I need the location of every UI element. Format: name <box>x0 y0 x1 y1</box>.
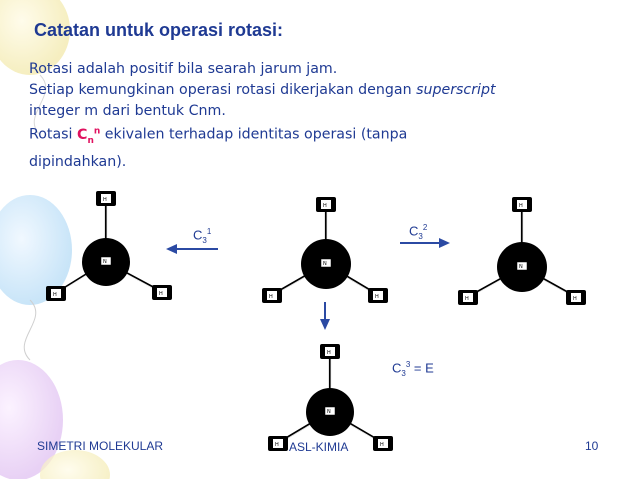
slide-body: Rotasi adalah positif bila searah jarum … <box>29 59 634 173</box>
molecule-2-h-top: H <box>316 197 336 212</box>
slide-title: Catatan untuk operasi rotasi: <box>34 20 284 40</box>
body-line-1: Rotasi adalah positif bila searah jarum … <box>29 61 338 77</box>
cn-symbol: Cnn <box>77 126 101 146</box>
molecule-3-h-top-label: H <box>519 203 523 209</box>
body-line-3: integer m dari bentuk Cnm. <box>29 102 226 119</box>
molecule-4-h-right-label: H <box>380 442 384 448</box>
c3-2-base: C <box>409 223 419 239</box>
molecule-4-h-left-label: H <box>275 442 279 448</box>
molecule-1-h-right: H <box>152 285 172 300</box>
molecule-1-n-atom: N <box>82 238 130 286</box>
balloon-yellow-bottom <box>40 450 110 479</box>
cn-base: C <box>77 127 88 144</box>
page-number: 10 <box>585 439 599 453</box>
arrow-right-c3-2 <box>400 238 450 248</box>
molecule-2-h-right: H <box>368 288 388 303</box>
molecule-2-h-left: H <box>262 288 282 303</box>
arrow-down-c3-3 <box>320 302 330 330</box>
molecule-4-h-top: H <box>320 344 340 359</box>
balloon-purple <box>0 360 63 479</box>
molecule-2-h-right-label: H <box>375 294 379 300</box>
molecule-1-h-left: H <box>46 286 66 301</box>
c3-1-sup: 1 <box>206 227 212 236</box>
molecule-3-h-left-label: H <box>465 296 469 302</box>
molecule-3-h-left: H <box>458 290 478 305</box>
molecule-4-h-left: H <box>268 436 288 451</box>
molecule-4-h-right: H <box>373 436 393 451</box>
molecule-2-h-top-label: H <box>323 203 327 209</box>
molecule-1-h-top-label: H <box>103 197 107 203</box>
molecule-2-h-left-label: H <box>269 294 273 300</box>
c3-2-sup: 2 <box>422 223 428 232</box>
c3-2-label: C32 <box>409 223 427 241</box>
body-line-4-text-b: ekivalen terhadap identitas operasi (tan… <box>100 127 408 144</box>
c3-3-label: C33 = E <box>392 360 434 378</box>
molecule-1-n-label: N <box>103 259 107 265</box>
balloon-string <box>33 74 47 136</box>
c3-3-sup: 3 <box>405 360 411 369</box>
molecule-4-n-label: N <box>327 409 331 415</box>
c3-1-sub: 3 <box>202 235 207 245</box>
body-line-2-text: Setiap kemungkinan operasi rotasi dikerj… <box>29 81 417 98</box>
c3-1-base: C <box>193 227 203 243</box>
molecule-1-h-top: H <box>96 191 116 206</box>
body-line-5: dipindahkan). <box>29 153 127 170</box>
c3-3-eq: = E <box>410 360 434 376</box>
cn-sup: n <box>93 126 101 137</box>
molecule-1-h-right-label: H <box>159 291 163 297</box>
balloon-yellow-top <box>0 0 70 75</box>
body-line-2: Setiap kemungkinan operasi rotasi dikerj… <box>29 80 634 101</box>
footer-center: ASL-KIMIA <box>289 440 349 454</box>
molecule-1-h-left-label: H <box>53 292 57 298</box>
molecule-4-n-atom: N <box>306 388 354 436</box>
molecule-3-h-top: H <box>512 197 532 212</box>
molecule-2-n-atom: N <box>301 239 351 289</box>
body-line-4-text-a: Rotasi <box>29 127 78 144</box>
arrow-left-c3-1 <box>166 244 218 254</box>
footer-left: SIMETRI MOLEKULAR <box>37 439 164 453</box>
c3-2-sub: 3 <box>418 231 423 241</box>
molecule-3-h-right: H <box>566 290 586 305</box>
molecule-2-n-label: N <box>323 261 327 267</box>
balloon-string <box>23 299 37 361</box>
molecule-4-h-top-label: H <box>327 350 331 356</box>
body-line-4: Rotasi Cnn ekivalen terhadap identitas o… <box>29 121 634 151</box>
body-line-2-italic: superscript <box>416 81 496 98</box>
cn-sub: n <box>87 135 94 146</box>
c3-3-base: C <box>392 360 402 376</box>
c3-3-sub: 3 <box>401 368 406 378</box>
molecule-3-h-right-label: H <box>573 296 577 302</box>
c3-1-label: C31 <box>193 227 211 245</box>
balloon-blue <box>0 195 72 305</box>
molecule-3-n-atom: N <box>497 242 547 292</box>
molecule-3-n-label: N <box>519 264 523 270</box>
